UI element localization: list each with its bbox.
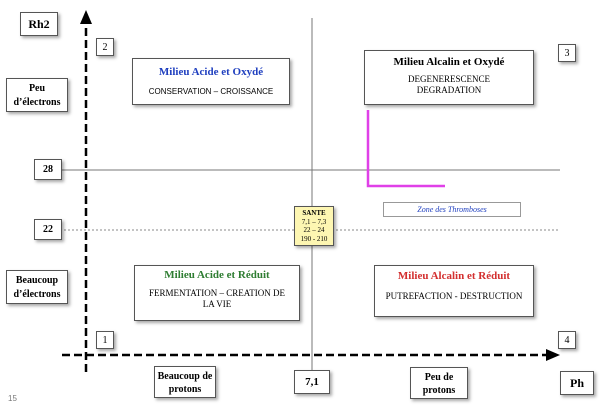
x-axis-arrowhead (546, 349, 560, 361)
y-top-label: Peu d’électrons (6, 78, 68, 112)
quadrant-2-desc: CONSERVATION – CROISSANCE (148, 87, 274, 96)
y-axis-label: Rh2 (20, 12, 58, 36)
quadrant-1-title: Milieu Acide et Réduit (164, 269, 270, 281)
y-bottom-label: Beaucoup d’électrons (6, 270, 68, 304)
thrombosis-zone-label: Zone des Thromboses (383, 202, 521, 217)
quadrant-2-box: Milieu Acide et Oxydé CONSERVATION – CRO… (132, 58, 290, 105)
quadrant-number-2: 2 (96, 38, 114, 56)
page-number: 15 (8, 394, 17, 403)
sante-rh2-range: 22 – 24 (303, 226, 325, 234)
sante-box: SANTE 7,1 – 7,3 22 – 24 190 - 210 (294, 206, 334, 246)
x-left-label-text: Beaucoup de protons (157, 371, 213, 395)
quadrant-1-desc-1: FERMENTATION – CREATION DE (148, 288, 286, 298)
quadrant-1-desc-2: LA VIE (202, 299, 232, 309)
quadrant-number-3: 3 (558, 44, 576, 62)
y-axis-arrowhead (80, 10, 92, 24)
y-value-28: 28 (34, 159, 62, 180)
quadrant-number-4: 4 (558, 331, 576, 349)
quadrant-number-1: 1 (96, 331, 114, 349)
x-mid-value: 7,1 (294, 370, 330, 394)
y-top-label-text: Peu d’électrons (13, 83, 61, 108)
quadrant-4-title: Milieu Alcalin et Réduit (397, 270, 511, 282)
sante-resistivity-range: 190 - 210 (300, 234, 328, 243)
thrombosis-marker (366, 110, 445, 188)
x-right-label-text: Peu de protons (422, 372, 456, 396)
quadrant-3-desc-2: DEGRADATION (416, 85, 482, 95)
x-left-label: Beaucoup de protons (154, 366, 216, 398)
sante-title: SANTE (302, 209, 326, 217)
quadrant-2-title: Milieu Acide et Oxydé (158, 66, 264, 78)
quadrant-3-title: Milieu Alcalin et Oxydé (393, 56, 505, 68)
y-bottom-label-text: Beaucoup d’électrons (13, 275, 61, 300)
x-right-label: Peu de protons (410, 367, 468, 399)
quadrant-3-desc-1: DEGENERESCENCE (408, 74, 490, 84)
quadrant-3-box: Milieu Alcalin et Oxydé DEGENERESCENCE D… (364, 50, 534, 105)
x-axis-label: Ph (560, 371, 594, 395)
sante-ph-range: 7,1 – 7,3 (301, 217, 327, 226)
quadrant-4-desc: PUTREFACTION - DESTRUCTION (385, 291, 523, 301)
quadrant-4-box: Milieu Alcalin et Réduit PUTREFACTION - … (374, 265, 534, 317)
quadrant-1-box: Milieu Acide et Réduit FERMENTATION – CR… (134, 265, 300, 321)
y-value-22: 22 (34, 219, 62, 240)
